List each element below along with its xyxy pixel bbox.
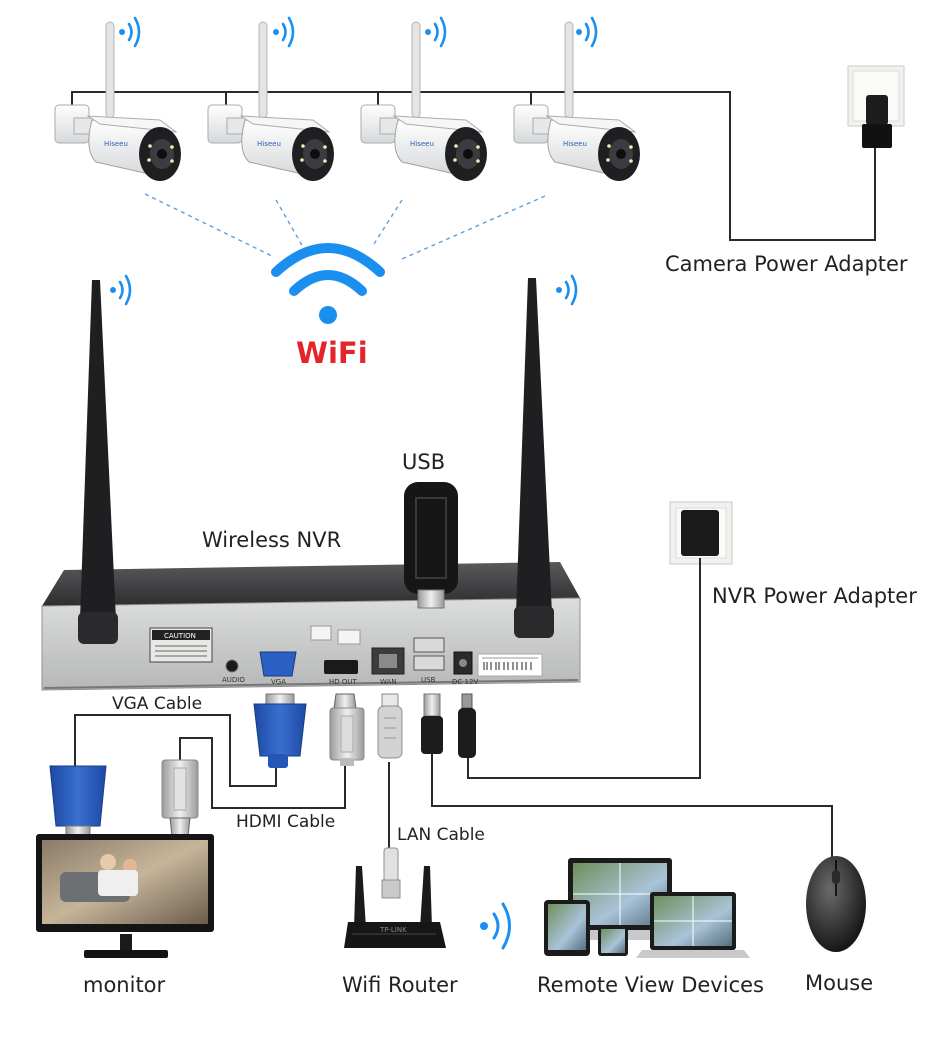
camera-icon bbox=[513, 21, 641, 182]
dc-port-label: DC 12V bbox=[452, 678, 478, 686]
wifi-signal-icon bbox=[423, 16, 447, 48]
router-icon: TP-LINK bbox=[344, 847, 446, 948]
remote-view-devices bbox=[544, 858, 750, 958]
caution-label: CAUTION bbox=[164, 632, 196, 640]
wireless-nvr-label: Wireless NVR bbox=[202, 528, 342, 552]
lan-cable-label: LAN Cable bbox=[397, 825, 485, 845]
laptop-icon bbox=[554, 858, 686, 940]
nvr-back-panel: CAUTION AUDIO VGA HD OUT WAN USB DC 12V bbox=[149, 625, 543, 686]
audio-port bbox=[225, 659, 239, 673]
svg-text:TP-LINK: TP-LINK bbox=[379, 926, 407, 934]
vga-connector-icon bbox=[49, 765, 107, 839]
cable-routing bbox=[74, 714, 833, 858]
vga-port bbox=[259, 651, 297, 677]
svg-text:Hiseeu: Hiseeu bbox=[104, 140, 128, 148]
phone-icon bbox=[598, 926, 628, 956]
usb-label: USB bbox=[402, 450, 446, 474]
mouse-label: Mouse bbox=[805, 971, 874, 995]
wifi-signal-icon bbox=[554, 274, 578, 306]
usb-port bbox=[413, 655, 445, 671]
camera-power-adapter-label: Camera Power Adapter bbox=[665, 252, 908, 276]
vga-connector-icon bbox=[253, 693, 307, 768]
vga-port-label: VGA bbox=[271, 678, 286, 686]
hdmi-connector-icon bbox=[161, 759, 199, 837]
tablet-icon bbox=[544, 900, 590, 956]
camera-icon bbox=[360, 21, 488, 182]
wifi-signal-icon bbox=[108, 274, 132, 306]
remote-view-devices-label: Remote View Devices bbox=[537, 973, 764, 997]
usb-port-label: USB bbox=[421, 676, 436, 684]
wifi-signal-icon bbox=[119, 16, 141, 48]
monitor-label: monitor bbox=[83, 973, 166, 997]
hdmi-cable-label: HDMI Cable bbox=[236, 812, 336, 832]
laptop-icon bbox=[636, 892, 750, 958]
wifi-symbol-icon bbox=[271, 243, 385, 324]
vga-cable-label: VGA Cable bbox=[112, 694, 203, 714]
power-outlet-icon bbox=[847, 65, 905, 148]
wifi-signal-icon bbox=[574, 16, 598, 48]
wireless-links bbox=[144, 193, 546, 260]
dc-plug-icon bbox=[458, 693, 476, 758]
wan-port-label: WAN bbox=[380, 678, 397, 686]
mouse-icon bbox=[806, 856, 866, 952]
hdmi-port bbox=[324, 660, 358, 674]
wifi-label: WiFi bbox=[296, 336, 368, 370]
usb-port bbox=[413, 637, 445, 653]
usb-connector-icon bbox=[421, 693, 443, 754]
nvr-power-cable bbox=[467, 558, 701, 779]
wifi-signal-icon bbox=[271, 16, 295, 48]
power-outlet-icon bbox=[669, 501, 733, 565]
hdmi-port-label: HD OUT bbox=[329, 678, 358, 686]
audio-port-label: AUDIO bbox=[222, 676, 245, 684]
wifi-signal-icon bbox=[480, 902, 511, 950]
lan-connector-icon bbox=[377, 693, 403, 759]
hdmi-connector-icon bbox=[329, 693, 365, 766]
nvr-power-adapter-label: NVR Power Adapter bbox=[712, 584, 917, 608]
monitor-icon bbox=[36, 834, 214, 958]
wifi-router-label: Wifi Router bbox=[342, 973, 458, 997]
antenna-icon bbox=[78, 280, 118, 644]
camera-icon: Hiseeu bbox=[54, 21, 181, 181]
antenna-icon bbox=[514, 278, 554, 638]
usb-dongle-icon bbox=[404, 482, 458, 609]
